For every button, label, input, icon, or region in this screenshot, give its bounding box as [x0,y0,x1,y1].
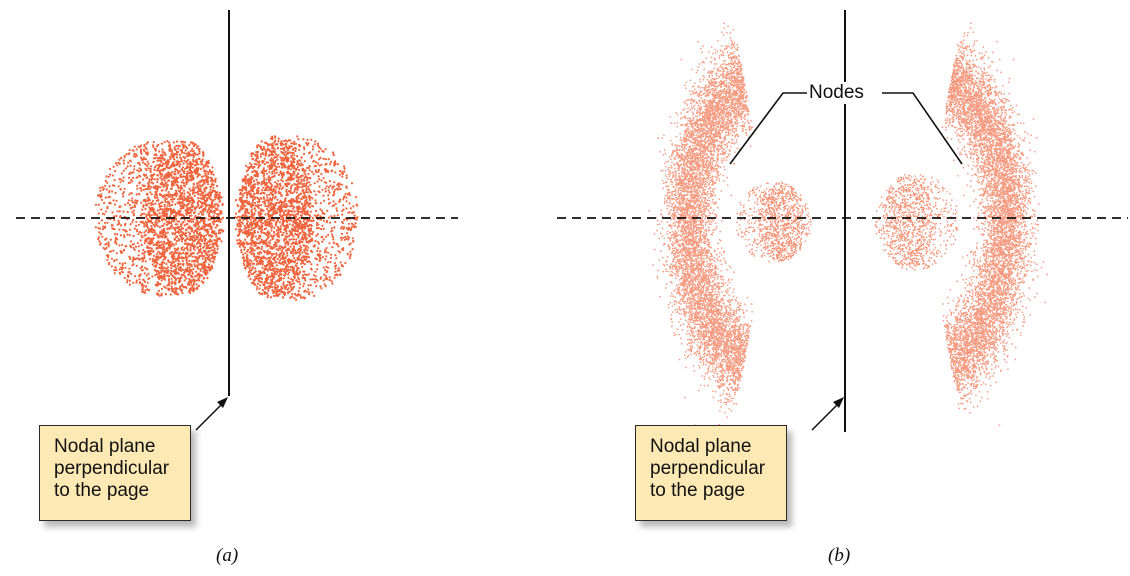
electron-density-cloud-a [94,135,359,301]
callout-line-2: perpendicular [54,458,170,479]
nodes-label: Nodes [807,82,866,104]
callout-arrow-b [811,397,844,431]
electron-density-cloud-b [648,22,1049,427]
callout-line-2: perpendicular [650,458,766,479]
panel-a [16,10,458,431]
callout-line-1: Nodal plane [650,436,752,457]
panel-label-b: (b) [828,545,851,566]
callout-line-1: Nodal plane [54,436,156,457]
panel-b [557,10,1128,432]
callout-arrow-a [195,397,228,431]
nodal-plane-callout-a: Nodal plane perpendicular to the page [39,425,191,521]
panel-label-a: (a) [216,545,239,566]
callout-line-3: to the page [650,480,746,501]
nodal-plane-callout-b: Nodal plane perpendicular to the page [635,425,787,521]
nodes-leader-lines [729,92,963,165]
callout-line-3: to the page [54,480,150,501]
